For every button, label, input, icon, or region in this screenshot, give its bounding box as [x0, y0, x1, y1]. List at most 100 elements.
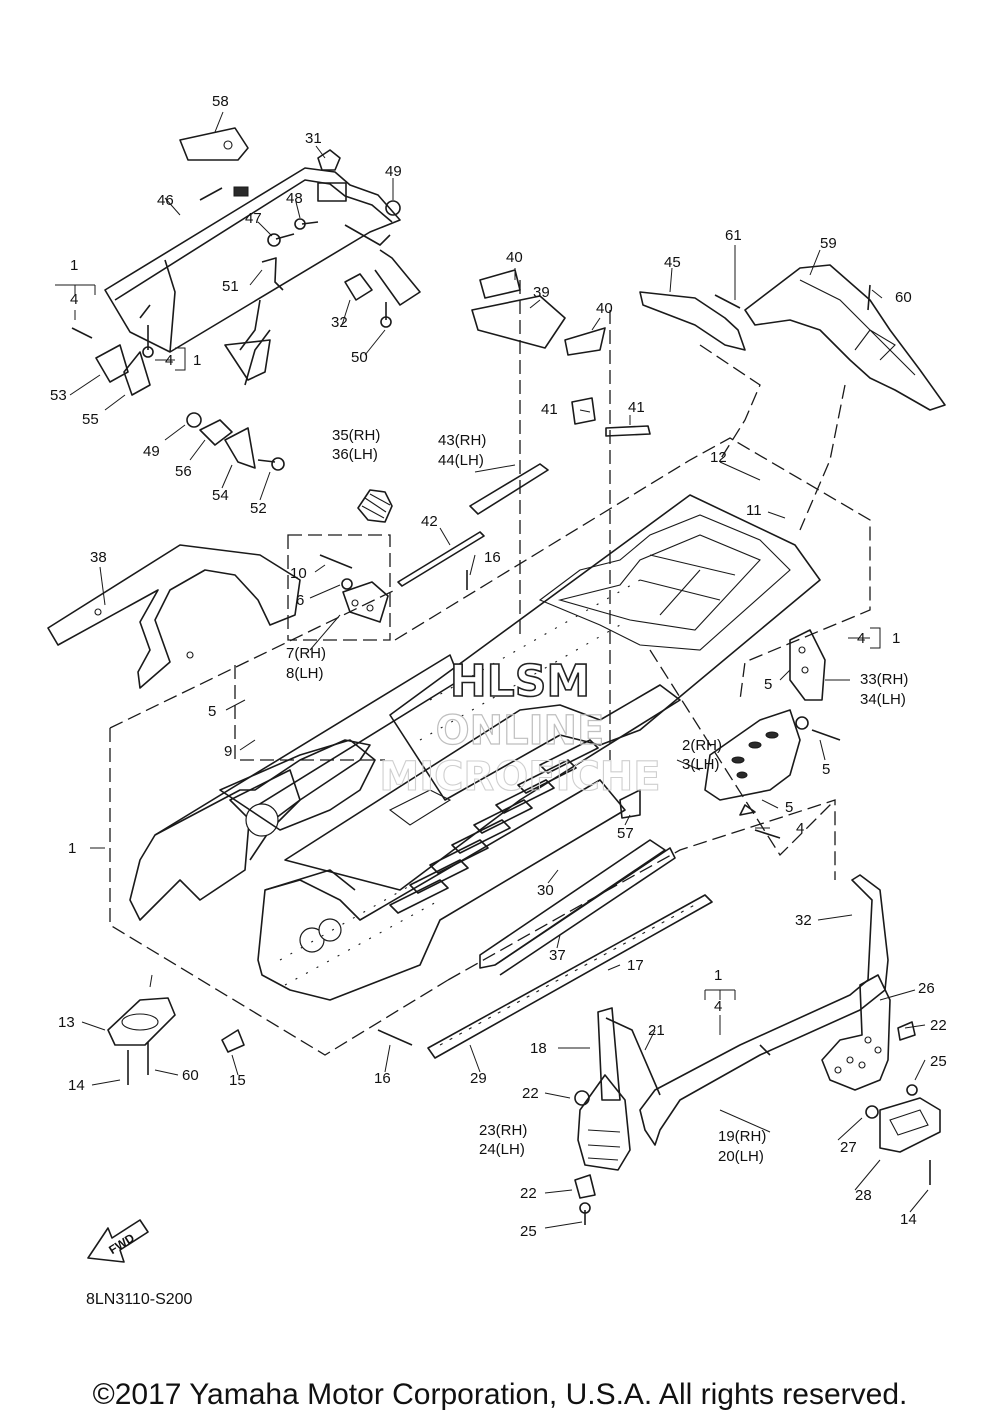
rods-42-43	[397, 463, 549, 587]
callout-49: 49	[385, 163, 402, 180]
bracket-26-handle-28	[821, 974, 941, 1185]
callout-32: 32	[795, 912, 812, 929]
lower-rails	[427, 839, 713, 1059]
callout-33-rh: 33(RH)	[860, 671, 908, 688]
callout-61: 61	[725, 227, 742, 244]
callout-26: 26	[918, 980, 935, 997]
guard-part-38	[47, 544, 301, 689]
callout-4: 4	[70, 291, 78, 308]
callout-8-lh: 8(LH)	[286, 665, 324, 682]
callout-29: 29	[470, 1070, 487, 1087]
leader-lines	[55, 111, 929, 1229]
parts-13-15	[107, 570, 468, 1085]
side-plates	[619, 629, 841, 839]
callout-14: 14	[68, 1077, 85, 1094]
callout-7-rh: 7(RH)	[286, 645, 326, 662]
mat-pads	[471, 269, 651, 437]
rear-rack	[104, 167, 421, 386]
rack-fasteners	[71, 149, 401, 471]
rear-flap-59	[714, 264, 946, 411]
reflector-35-36	[357, 489, 393, 523]
callout-17: 17	[627, 957, 644, 974]
callout-51: 51	[222, 278, 239, 295]
bumper-19-20	[597, 874, 889, 1146]
callout-41: 41	[628, 399, 645, 416]
callout-18: 18	[530, 1040, 547, 1057]
assembly-outlines	[109, 280, 871, 1056]
callout-25: 25	[930, 1053, 947, 1070]
callout-53: 53	[50, 387, 67, 404]
callout-3-lh: 3(LH)	[682, 756, 720, 773]
callout-46: 46	[157, 192, 174, 209]
tunnel-chassis	[129, 494, 821, 1001]
callout-50: 50	[351, 349, 368, 366]
callout-1: 1	[68, 840, 76, 857]
callout-4: 4	[165, 352, 173, 369]
callout-16: 16	[484, 549, 501, 566]
callout-25: 25	[520, 1223, 537, 1240]
callout-43-rh: 43(RH)	[438, 432, 486, 449]
callout-52: 52	[250, 500, 267, 517]
callout-56: 56	[175, 463, 192, 480]
callout-59: 59	[820, 235, 837, 252]
watermark-line-2: ONLINE	[436, 708, 605, 754]
callout-2-rh: 2(RH)	[682, 737, 722, 754]
callout-5: 5	[822, 761, 830, 778]
callout-47: 47	[245, 210, 262, 227]
callout-23-rh: 23(RH)	[479, 1122, 527, 1139]
callout-1: 1	[714, 967, 722, 984]
bracket-7-8	[319, 554, 389, 623]
callout-55: 55	[82, 411, 99, 428]
callout-4: 4	[714, 998, 722, 1015]
callout-5: 5	[208, 703, 216, 720]
front-casting	[219, 739, 376, 831]
callout-labels: 58 31 49 46 48 47 51 32 50 1 4 4 1 53 55…	[50, 93, 947, 1240]
callout-60: 60	[182, 1067, 199, 1084]
callout-28: 28	[855, 1187, 872, 1204]
callout-60: 60	[895, 289, 912, 306]
callout-19-rh: 19(RH)	[718, 1128, 766, 1145]
copyright-notice: ©2017 Yamaha Motor Corporation, U.S.A. A…	[92, 1378, 908, 1411]
callout-49: 49	[143, 443, 160, 460]
callout-12: 12	[710, 449, 727, 466]
callout-5: 5	[785, 799, 793, 816]
callout-54: 54	[212, 487, 229, 504]
callout-24-lh: 24(LH)	[479, 1141, 525, 1158]
watermark-line-1: HLSM	[450, 656, 590, 707]
callout-16: 16	[374, 1070, 391, 1087]
fwd-arrow-icon: FWD	[87, 1219, 149, 1263]
callout-40: 40	[506, 249, 523, 266]
callout-34-lh: 34(LH)	[860, 691, 906, 708]
callout-1: 1	[70, 257, 78, 274]
callout-30: 30	[537, 882, 554, 899]
callout-15: 15	[229, 1072, 246, 1089]
callout-9: 9	[224, 743, 232, 760]
callout-5: 5	[764, 676, 772, 693]
callout-13: 13	[58, 1014, 75, 1031]
callout-37: 37	[549, 947, 566, 964]
callout-22: 22	[520, 1185, 537, 1202]
bracket-23-24	[574, 1074, 631, 1225]
callout-41: 41	[541, 401, 558, 418]
callout-38: 38	[90, 549, 107, 566]
callout-22: 22	[522, 1085, 539, 1102]
callout-45: 45	[664, 254, 681, 271]
callout-35-rh: 35(RH)	[332, 427, 380, 444]
callout-32: 32	[331, 314, 348, 331]
watermark-line-3: MICROFICHE	[379, 754, 660, 800]
callout-10: 10	[290, 565, 307, 582]
callout-4: 4	[796, 820, 804, 837]
callout-44-lh: 44(LH)	[438, 452, 484, 469]
diagram-code: 8LN3110-S200	[86, 1291, 193, 1308]
watermark: HLSM ONLINE MICROFICHE	[379, 655, 661, 800]
callout-4: 4	[857, 630, 865, 647]
callout-58: 58	[212, 93, 229, 110]
bar-part-45	[639, 291, 746, 351]
callout-21: 21	[648, 1022, 665, 1039]
callout-48: 48	[286, 190, 303, 207]
callout-36-lh: 36(LH)	[332, 446, 378, 463]
callout-31: 31	[305, 130, 322, 147]
callout-57: 57	[617, 825, 634, 842]
callout-6: 6	[296, 592, 304, 609]
